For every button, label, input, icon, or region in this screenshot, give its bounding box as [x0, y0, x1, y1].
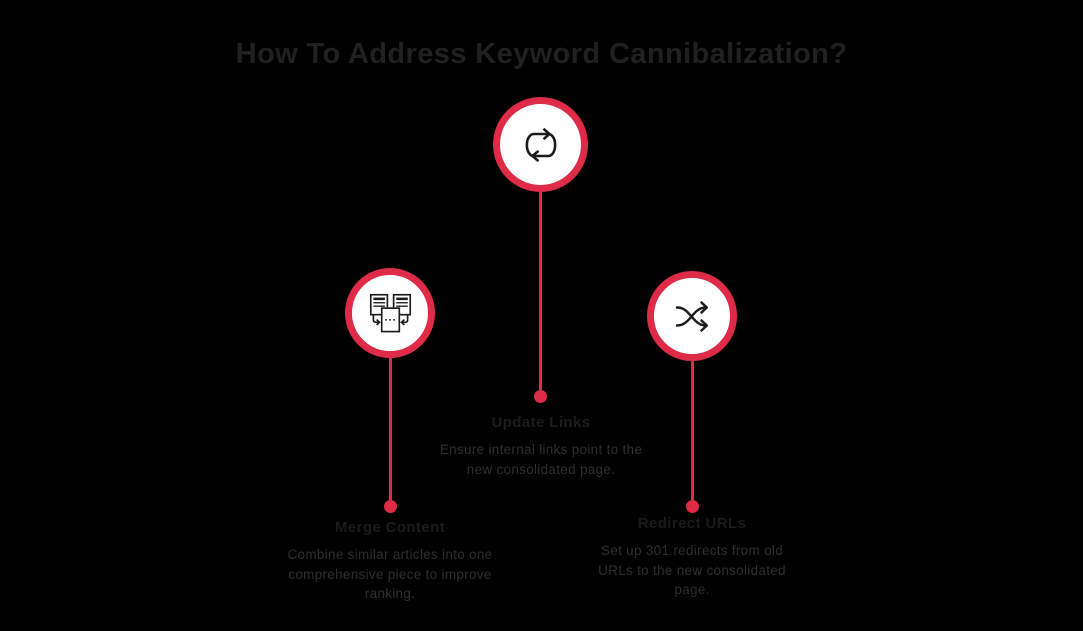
update-links-text-block: Update Links Ensure internal links point…	[411, 414, 671, 479]
update-links-description-line: new consolidated page.	[466, 461, 616, 477]
merge-content-text-block: Merge Content Combine similar articles i…	[260, 519, 520, 604]
repeat-icon	[525, 127, 556, 162]
page-title: How To Address Keyword Cannibalization?	[235, 38, 848, 70]
redirect-urls-text-block: Redirect URLs Set up 301 redirects from …	[562, 515, 822, 600]
update-links-description-line: Ensure internal links point to the	[439, 442, 643, 457]
merge-content-description-line: Combine similar articles into one	[287, 547, 493, 562]
redirect-urls-connector-dot	[686, 500, 699, 513]
update-links-circle	[493, 97, 588, 192]
redirect-urls-heading: Redirect URLs	[637, 515, 747, 532]
merge-documents-icon	[369, 293, 411, 332]
redirect-urls-description-line: page.	[674, 582, 710, 597]
merge-content-connector-dot	[384, 500, 397, 513]
merge-content-description-line: comprehensive piece to improve	[288, 566, 492, 582]
update-links-heading: Update Links	[491, 414, 591, 431]
redirect-urls-description-line: URLs to the new consolidated	[598, 562, 786, 578]
merge-content-connector-line	[389, 358, 392, 500]
update-links-connector-dot	[534, 390, 547, 403]
merge-content-circle	[345, 268, 435, 358]
redirect-urls-connector-line	[691, 361, 694, 501]
shuffle-arrows-icon	[675, 301, 709, 332]
merge-content-description-line: ranking.	[364, 586, 416, 601]
update-links-connector-line	[539, 192, 542, 390]
redirect-urls-description-line: Set up 301 redirects from old	[600, 543, 784, 558]
redirect-urls-circle	[647, 271, 737, 361]
merge-content-heading: Merge Content	[334, 519, 446, 536]
